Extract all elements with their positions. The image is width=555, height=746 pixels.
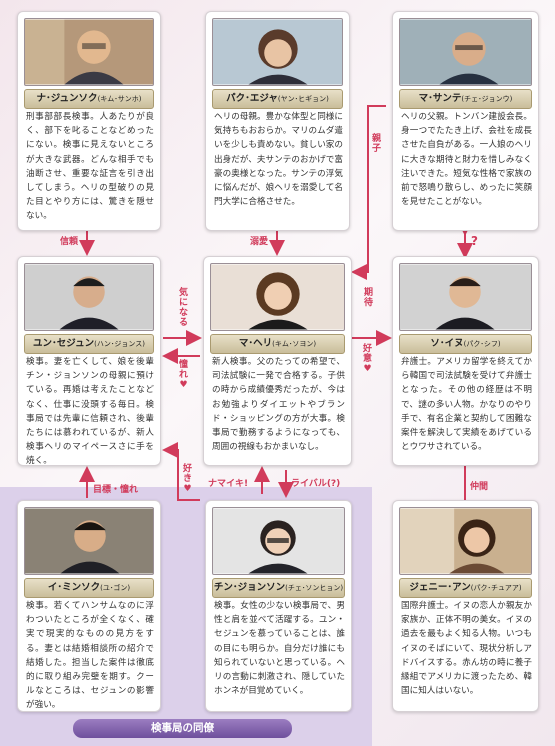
photo-ma-sante — [399, 18, 532, 86]
name-ma-hyeri: マ･ヘリ(キム･ソヨン) — [210, 334, 345, 354]
desc-so-inu: 弁護士。アメリカ留学を終えてから韓国で司法試験を受けて弁護士となった。その他の経… — [401, 357, 532, 453]
photo-ma-hyeri — [210, 263, 345, 331]
photo-chin-jongson — [212, 507, 345, 575]
desc-park-eja: ヘリの母親。豊かな体型と同様に気持ちもおおらか。マリのムダ遣いを少しも責めない。… — [214, 112, 343, 208]
name-lee-minsok: イ･ミンソク(ユ･ゴン) — [24, 578, 154, 598]
card-yoon-sejun: ユン･セジュン(ハン･ジョンス) 検事。妻を亡くして、娘を後輩チン・ジョンソンの… — [17, 256, 161, 466]
card-jenny-an: ジェニー･アン(パク･チュアア) 国際弁護士。イヌの恋人か親友か家族か、正体不明… — [392, 500, 539, 712]
label-akogare: 憧れ♥ — [178, 360, 188, 390]
name-na-junsok: ナ･ジュンソク(キム･サンホ) — [24, 89, 154, 109]
label-question: ? — [471, 234, 478, 248]
photo-park-eja — [212, 18, 343, 86]
desc-ma-sante: ヘリの父親。トンバン建設会長。身一つでたたき上げ、会社を成長させた自負がある。一… — [401, 112, 532, 208]
card-lee-minsok: イ･ミンソク(ユ･ゴン) 検事。若くてハンサムなのに浮わついたところが全くなく、… — [17, 500, 161, 712]
card-chin-jongson: チン･ジョンソン(チェ･ソンヒョン) 検事。女性の少ない検事局で、男性と肩を並べ… — [205, 500, 352, 712]
label-suki: 好き♥ — [182, 464, 192, 494]
label-dekiai: 溺愛 — [250, 237, 269, 247]
photo-na-junsok — [24, 18, 154, 86]
desc-na-junsok: 刑事部部長検事。人あたりが良く、部下を叱ることなどめったにない。検事に見えないと… — [26, 112, 154, 222]
card-na-junsok: ナ･ジュンソク(キム･サンホ) 刑事部部長検事。人あたりが良く、部下を叱ることな… — [17, 11, 161, 231]
photo-lee-minsok — [24, 507, 154, 575]
name-jenny-an: ジェニー･アン(パク･チュアア) — [399, 578, 532, 598]
label-oya: 親子 — [371, 134, 381, 154]
name-park-eja: パク･エジャ(ヤン･ヒギョン) — [212, 89, 343, 109]
label-mokuhyo: 目標・憧れ — [93, 485, 139, 495]
photo-jenny-an — [399, 507, 532, 575]
desc-yoon-sejun: 検事。妻を亡くして、娘を後輩チン・ジョンソンの母親に預けている。再婚は考えたこと… — [26, 357, 154, 466]
card-ma-hyeri: マ･ヘリ(キム･ソヨン) 新人検事。父のたっての希望で、司法試験に一発で合格する… — [203, 256, 352, 466]
photo-yoon-sejun — [24, 263, 154, 331]
label-koui: 好意♥ — [362, 344, 372, 374]
name-chin-jongson: チン･ジョンソン(チェ･ソンヒョン) — [212, 578, 345, 598]
label-nakama: 仲間 — [470, 482, 489, 492]
desc-chin-jongson: 検事。女性の少ない検事局で、男性と肩を並べて活躍する。ユン・セジュンを慕っている… — [214, 601, 345, 697]
label-kitai: 期待 — [363, 288, 373, 308]
name-so-inu: ソ･イヌ(パク･シフ) — [399, 334, 532, 354]
label-kininaru: 気になる — [178, 288, 188, 328]
label-namaiki: ナマイキ! — [208, 479, 249, 489]
photo-so-inu — [399, 263, 532, 331]
card-park-eja: パク･エジャ(ヤン･ヒギョン) ヘリの母親。豊かな体型と同様に気持ちもおおらか。… — [205, 11, 350, 231]
name-yoon-sejun: ユン･セジュン(ハン･ジョンス) — [24, 334, 154, 354]
footer-prosecutor-colleagues: 検事局の同僚 — [73, 719, 292, 738]
desc-ma-hyeri: 新人検事。父のたっての希望で、司法試験に一発で合格する。子供の時から成績優秀だっ… — [212, 357, 345, 453]
card-so-inu: ソ･イヌ(パク･シフ) 弁護士。アメリカ留学を終えてから韓国で司法試験を受けて弁… — [392, 256, 539, 466]
desc-jenny-an: 国際弁護士。イヌの恋人か親友か家族か、正体不明の美女。イヌの過去を最もよく知る人… — [401, 601, 532, 697]
name-ma-sante: マ･サンテ(チェ･ジョンウ) — [399, 89, 532, 109]
label-rival: ライバル(?) — [291, 479, 341, 489]
card-ma-sante: マ･サンテ(チェ･ジョンウ) ヘリの父親。トンバン建設会長。身一つでたたき上げ、… — [392, 11, 539, 231]
desc-lee-minsok: 検事。若くてハンサムなのに浮わついたところが全くなく、確実で現実的なものの見方を… — [26, 601, 154, 711]
label-shinrai: 信頼 — [60, 237, 79, 247]
